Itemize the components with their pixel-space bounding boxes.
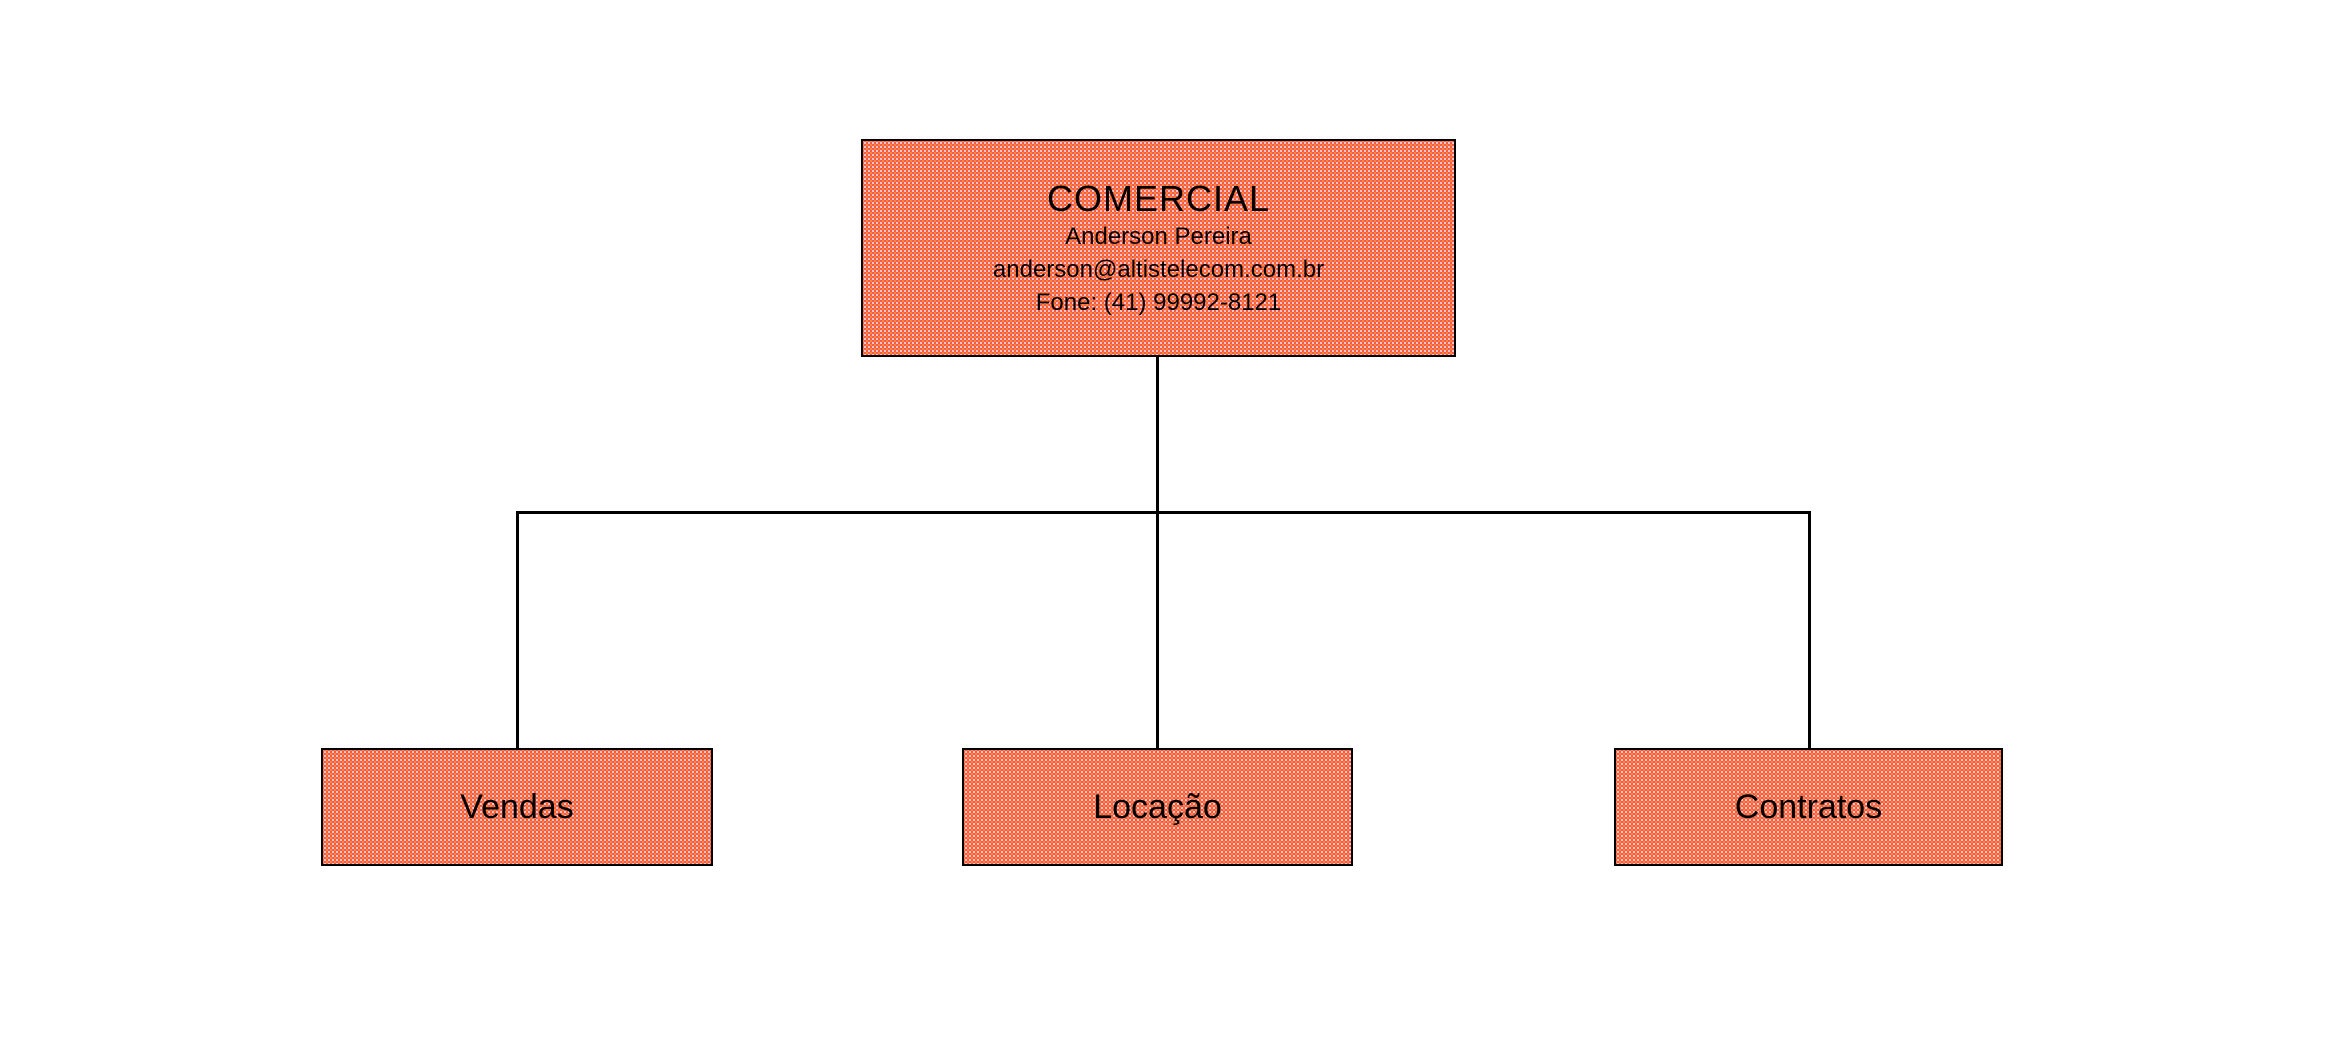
node-label: Contratos: [1734, 788, 1883, 826]
connector-drop-vendas: [516, 511, 519, 750]
connector-root-to-locacao: [1156, 355, 1159, 752]
org-node-vendas: Vendas: [321, 748, 713, 866]
node-label: Locação: [1093, 788, 1222, 826]
connector-horizontal-rail: [516, 511, 1811, 514]
org-node-comercial: COMERCIAL Anderson Pereira anderson@alti…: [861, 139, 1456, 357]
connector-drop-contratos: [1808, 511, 1811, 750]
node-label: Vendas: [460, 788, 574, 826]
node-email: anderson@altistelecom.com.br: [992, 255, 1325, 283]
node-person-name: Anderson Pereira: [1065, 222, 1252, 250]
org-node-locacao: Locação: [962, 748, 1353, 866]
node-phone: Fone: (41) 99992-8121: [1035, 288, 1282, 316]
node-title: COMERCIAL: [1046, 177, 1271, 219]
org-node-contratos: Contratos: [1614, 748, 2003, 866]
